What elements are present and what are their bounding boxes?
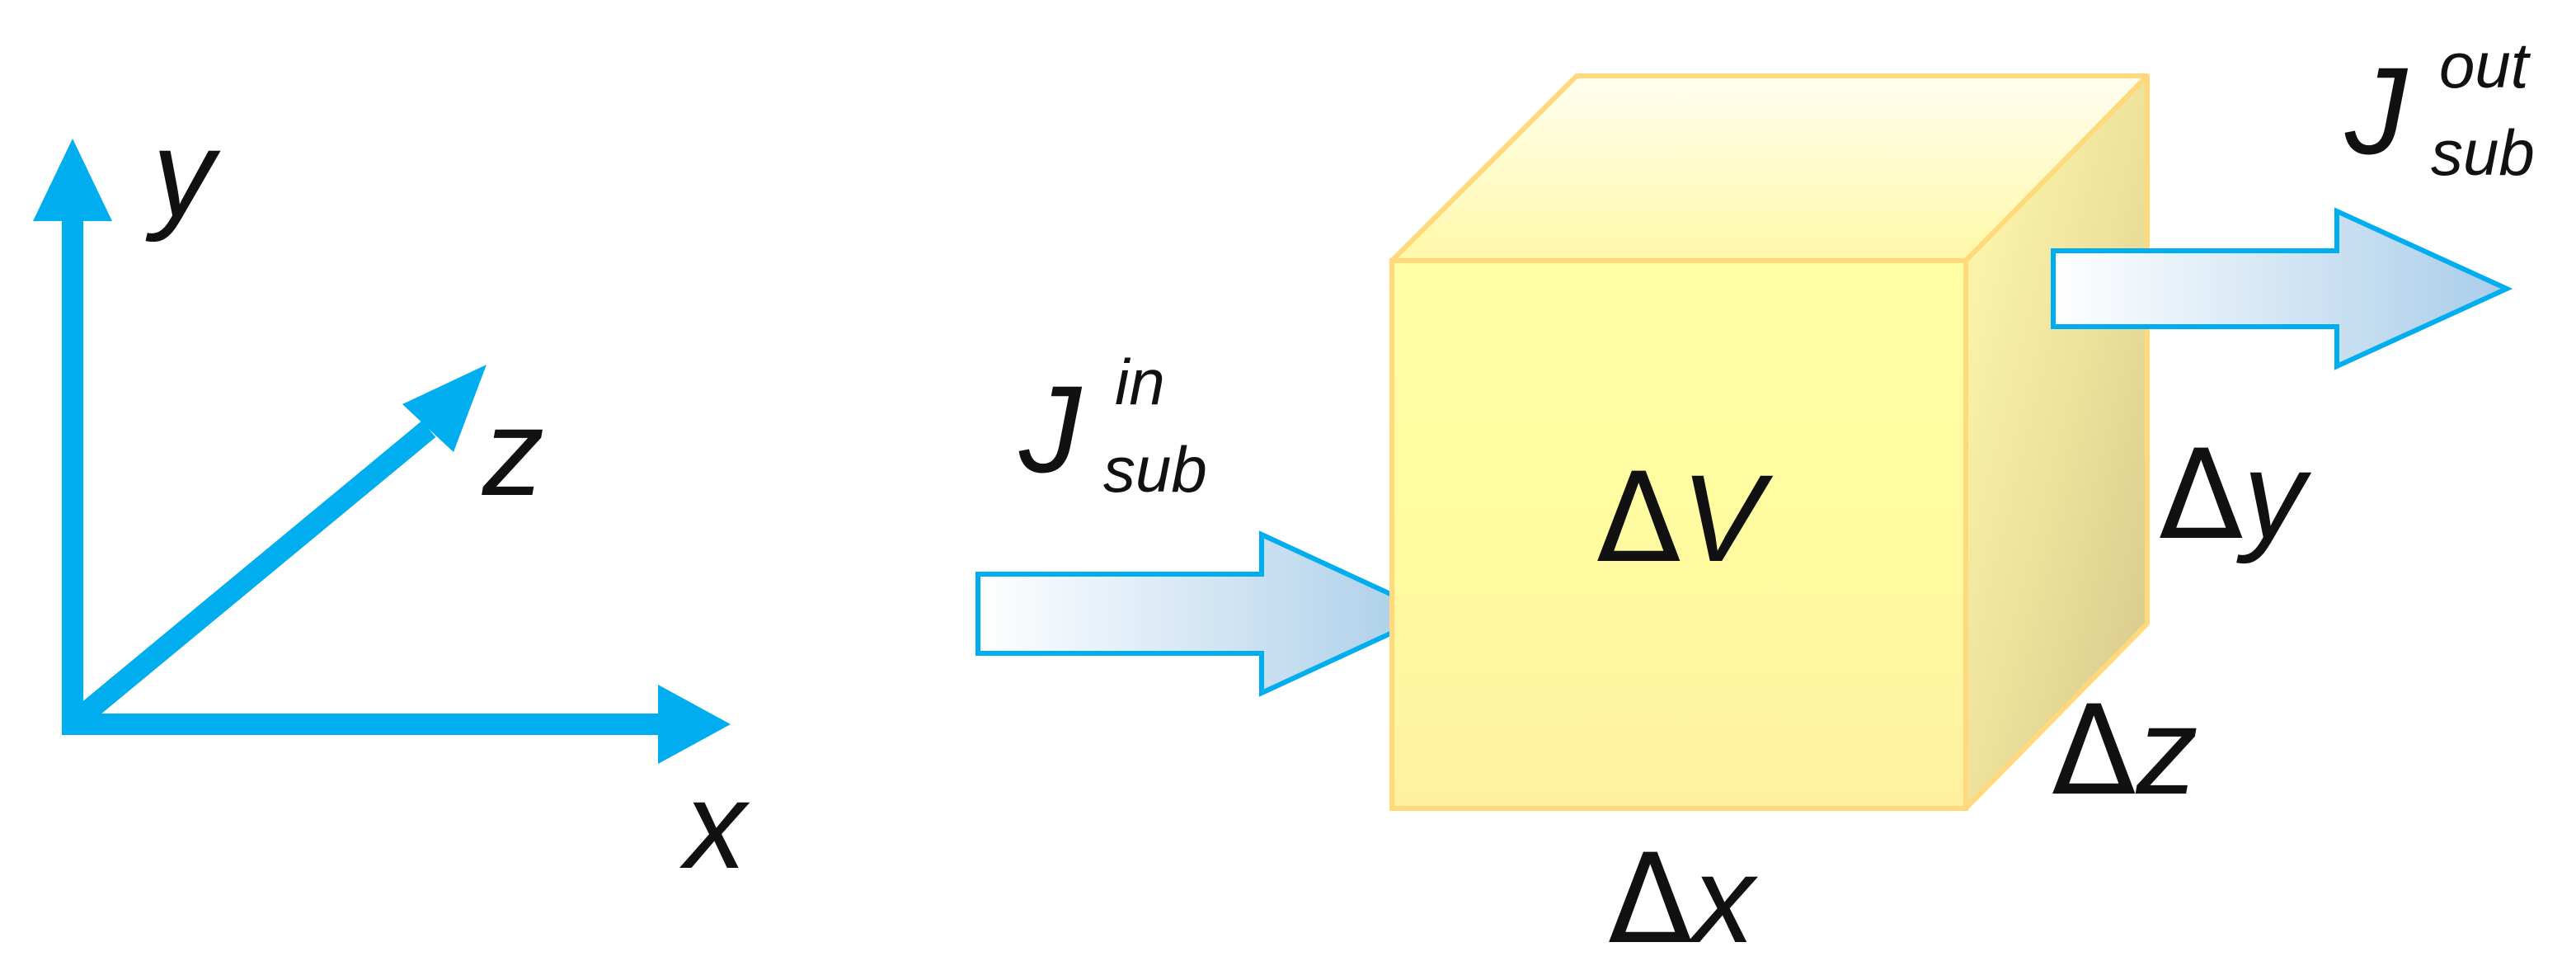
dy-label: Δy [2159, 424, 2312, 568]
dy-delta: Δ [2159, 424, 2244, 568]
flux-out-superscript: out [2439, 29, 2531, 101]
flux-in-label: J in sub [1018, 346, 1207, 506]
flux-in-arrow-shape [975, 530, 1440, 697]
dx-delta: Δ [1608, 828, 1693, 972]
x-axis-arrowhead [658, 685, 731, 764]
x-axis-label: x [679, 756, 750, 894]
flux-in-subscript: sub [1103, 433, 1207, 506]
flux-in-symbol: J [1018, 360, 1083, 498]
z-axis-arrowhead [402, 365, 487, 452]
z-axis-line [68, 420, 436, 730]
coordinate-axes: y z x [33, 104, 750, 894]
dz-label: Δz [2052, 680, 2198, 823]
y-axis-label: y [145, 104, 221, 243]
dz-delta: Δ [2052, 680, 2136, 823]
flux-out-subscript: sub [2431, 116, 2535, 189]
flux-out-label: J out sub [2344, 29, 2535, 189]
dz-symbol: z [2136, 681, 2198, 820]
flux-in-superscript: in [1115, 346, 1165, 418]
volume-delta: Δ [1596, 447, 1681, 591]
cube-front-face [1389, 258, 1968, 811]
flux-out-arrow [2051, 207, 2513, 370]
flux-in-arrow [975, 530, 1440, 697]
volume-label: ΔV [1596, 447, 1774, 591]
control-volume-cube: ΔV Δx Δy Δz [1389, 73, 2312, 972]
dx-symbol: x [1688, 830, 1759, 968]
volume-symbol: V [1681, 449, 1774, 587]
dy-symbol: y [2236, 426, 2312, 564]
dx-label: Δx [1608, 828, 1759, 972]
z-axis-label: z [482, 383, 544, 521]
flux-out-arrow-shape [2051, 207, 2513, 370]
flux-out-symbol: J [2344, 41, 2409, 180]
y-axis-arrowhead [33, 139, 112, 221]
